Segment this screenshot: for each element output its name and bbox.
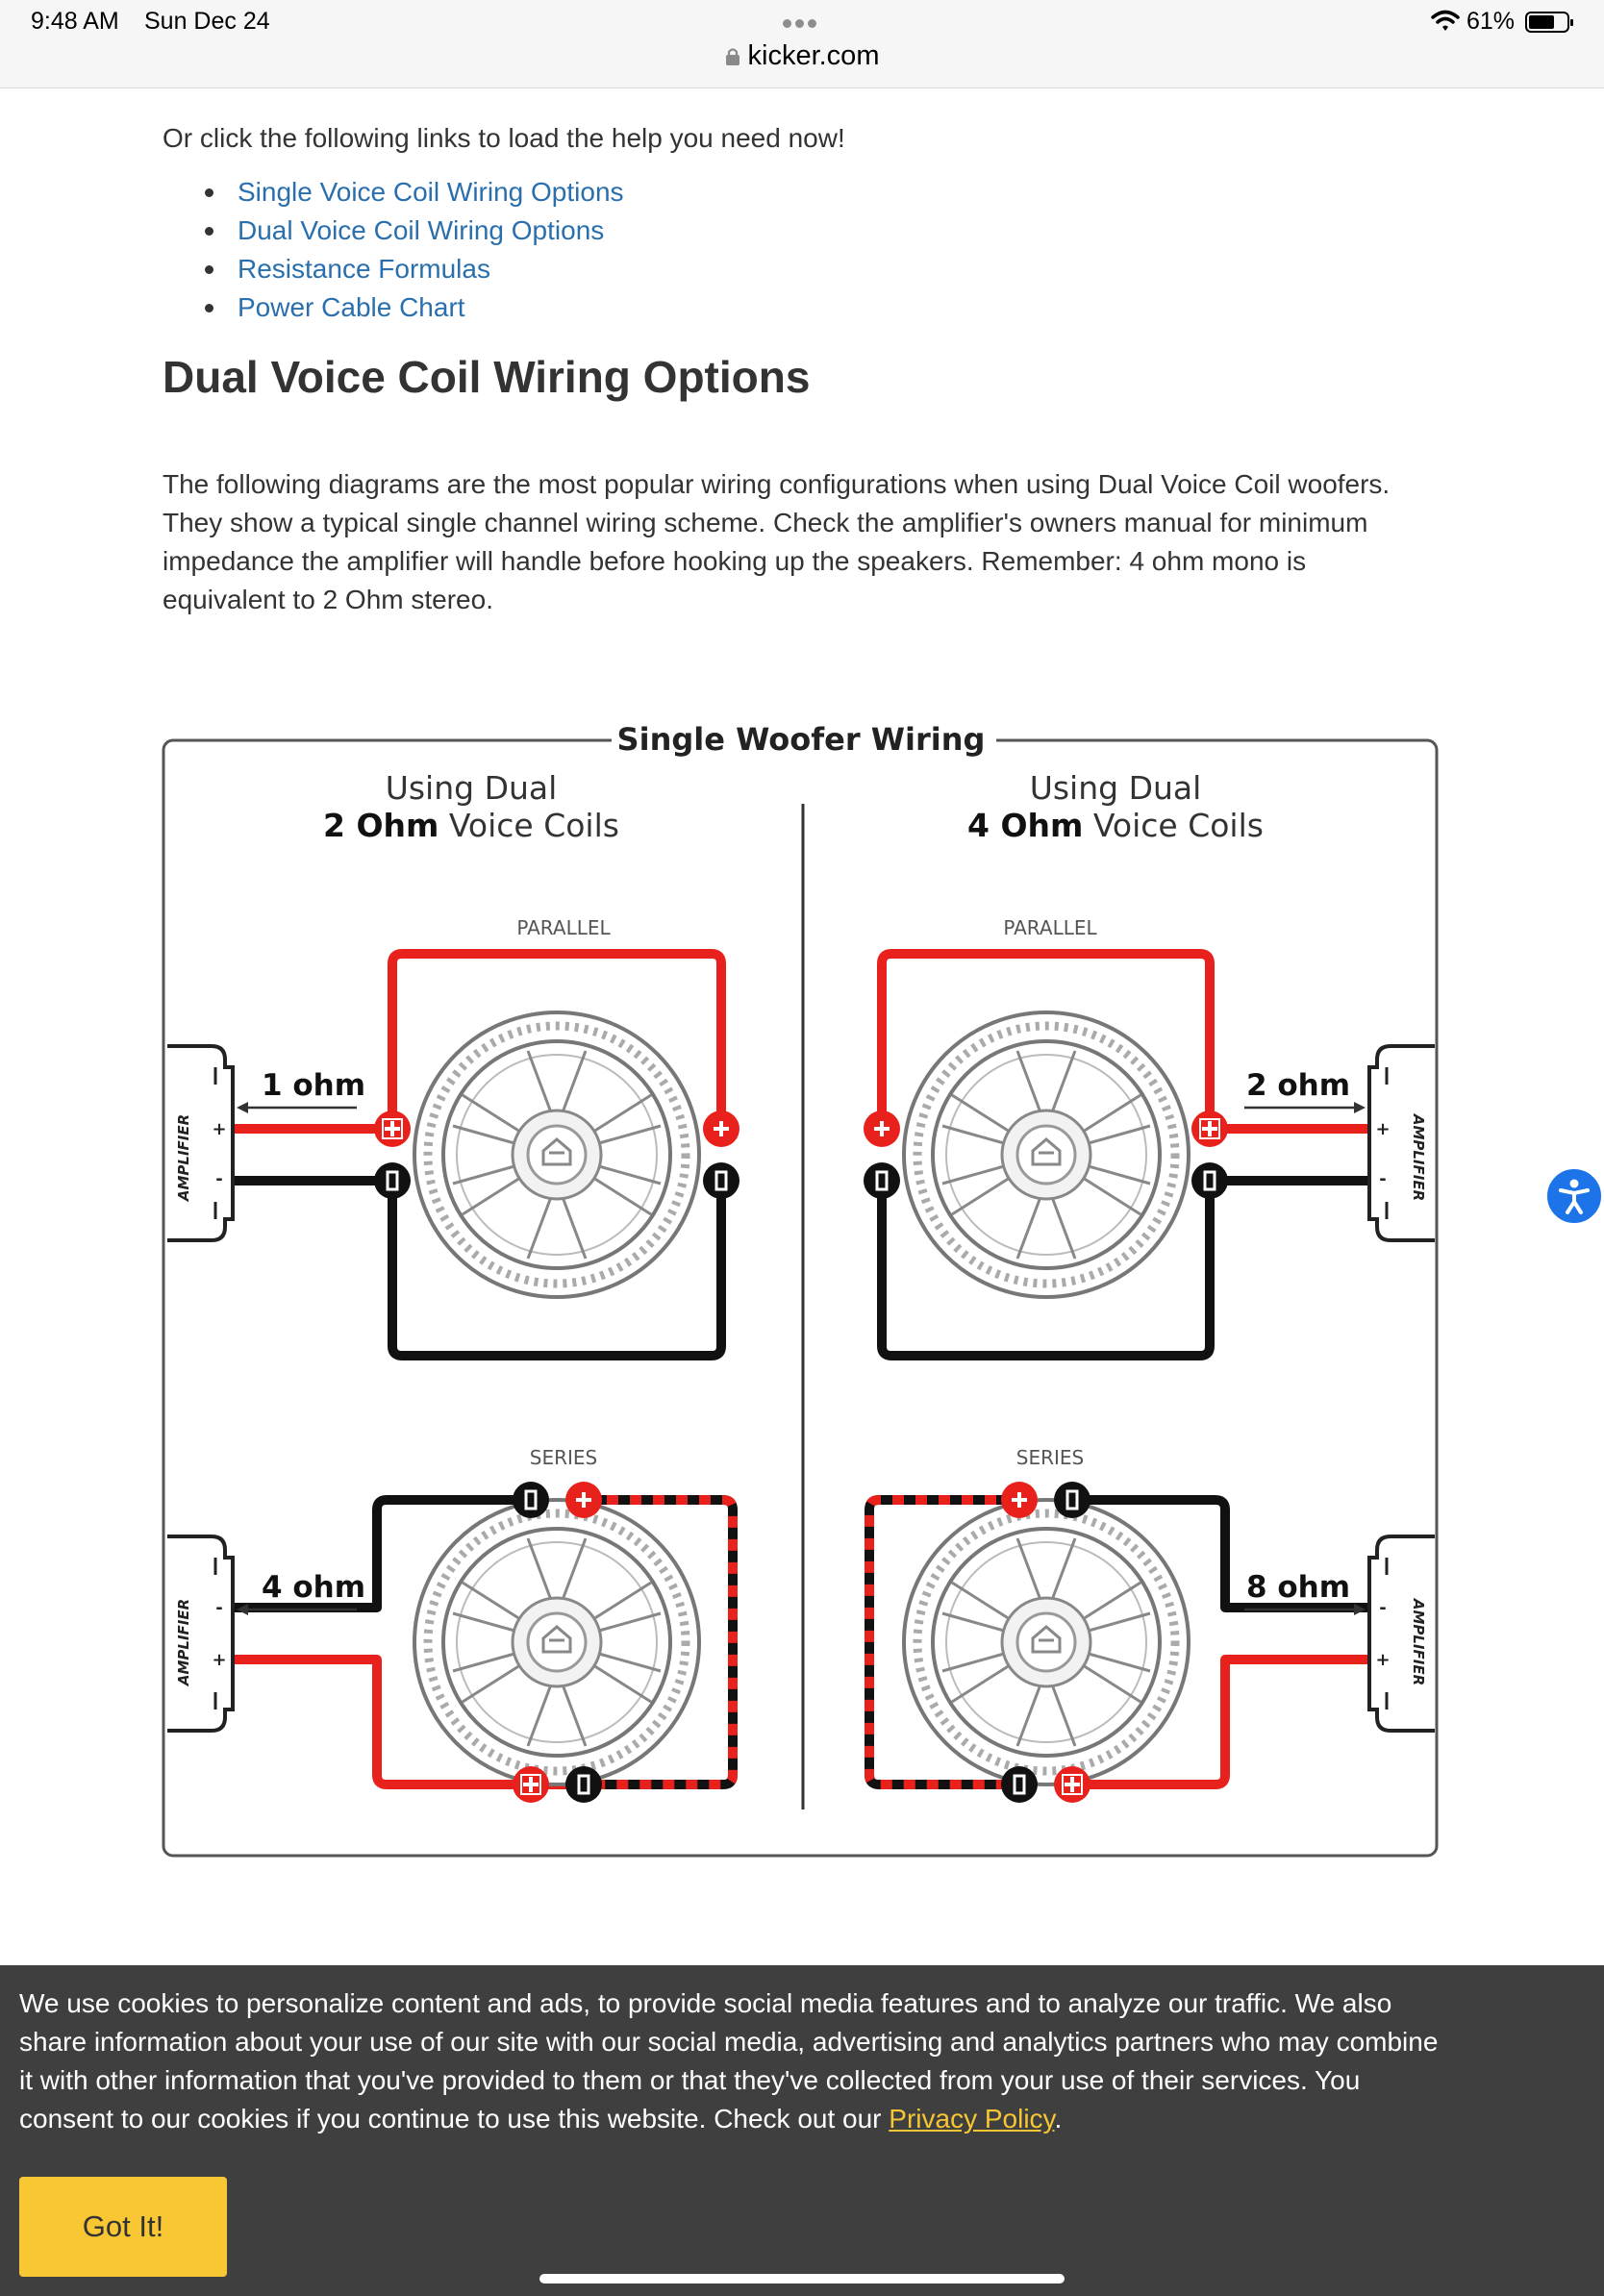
section-heading: Dual Voice Coil Wiring Options [163,352,811,402]
accessibility-icon [1559,1179,1590,1214]
left-heading-line1: Using Dual [386,769,558,807]
privacy-policy-link[interactable]: Privacy Policy [889,2104,1055,2134]
left-heading-line2: 2 Ohm Voice Coils [323,807,619,844]
status-date: Sun Dec 24 [144,8,270,35]
address-bar[interactable]: kicker.com [0,40,1604,72]
help-links-list: Single Voice Coil Wiring Options Dual Vo… [201,173,1432,327]
status-bar: 9:48 AM Sun Dec 24 61% kicker.com [0,0,1604,88]
link-single-voice-coil[interactable]: Single Voice Coil Wiring Options [238,177,624,207]
parallel-label-right: PARALLEL [1003,916,1097,939]
amplifier-label-tl: AMPLIFIER [175,1114,192,1202]
svg-text:-: - [1379,1598,1386,1618]
ohm-label-top-left: 1 ohm [262,1068,365,1103]
svg-text:-: - [215,1169,222,1189]
battery-icon [1525,12,1573,33]
list-item: Dual Voice Coil Wiring Options [201,212,1432,250]
status-time: 9:48 AM [31,8,119,35]
right-heading-line1: Using Dual [1030,769,1202,807]
svg-text:-: - [1379,1169,1386,1189]
link-resistance-formulas[interactable]: Resistance Formulas [238,254,490,284]
wiring-diagram: Single Woofer Wiring Using Dual 2 Ohm Vo… [162,721,1439,1858]
ohm-label-bottom-right: 8 ohm [1246,1570,1350,1605]
section-description: The following diagrams are the most popu… [163,469,1391,614]
svg-text:+: + [1375,1650,1390,1670]
svg-text:+: + [1375,1119,1390,1139]
cookie-text: We use cookies to personalize content an… [19,1988,1439,2134]
svg-text:+: + [212,1119,226,1139]
series-label-left: SERIES [530,1446,597,1469]
intro-text: Or click the following links to load the… [163,123,845,153]
list-item: Power Cable Chart [201,288,1432,327]
amplifier-label-bl: AMPLIFIER [175,1599,192,1686]
ohm-label-top-right: 2 ohm [1246,1068,1350,1103]
page-content: Or click the following links to load the… [163,119,1432,619]
cookie-banner: We use cookies to personalize content an… [0,1965,1604,2296]
diagram-frame [162,738,1439,1858]
wifi-icon [1431,10,1460,31]
battery-percent: 61% [1466,8,1516,35]
list-item: Single Voice Coil Wiring Options [201,173,1432,212]
lock-icon [725,48,739,65]
svg-text:-: - [215,1598,222,1618]
right-heading-line2: 4 Ohm Voice Coils [967,807,1264,844]
link-dual-voice-coil[interactable]: Dual Voice Coil Wiring Options [238,215,605,245]
url-text: kicker.com [747,40,880,71]
multitasking-dots-icon[interactable] [781,15,818,33]
series-label-right: SERIES [1016,1446,1084,1469]
home-indicator[interactable] [539,2274,1065,2284]
svg-text:+: + [212,1650,226,1670]
parallel-label-left: PARALLEL [516,916,611,939]
diagram-title: Single Woofer Wiring [617,721,986,758]
list-item: Resistance Formulas [201,250,1432,288]
amplifier-label-br: AMPLIFIER [1410,1598,1427,1685]
link-power-cable-chart[interactable]: Power Cable Chart [238,292,465,322]
got-it-button[interactable]: Got It! [19,2177,227,2277]
ohm-label-bottom-left: 4 ohm [262,1570,365,1605]
accessibility-button[interactable] [1544,1166,1604,1226]
amplifier-label-tr: AMPLIFIER [1410,1113,1427,1201]
